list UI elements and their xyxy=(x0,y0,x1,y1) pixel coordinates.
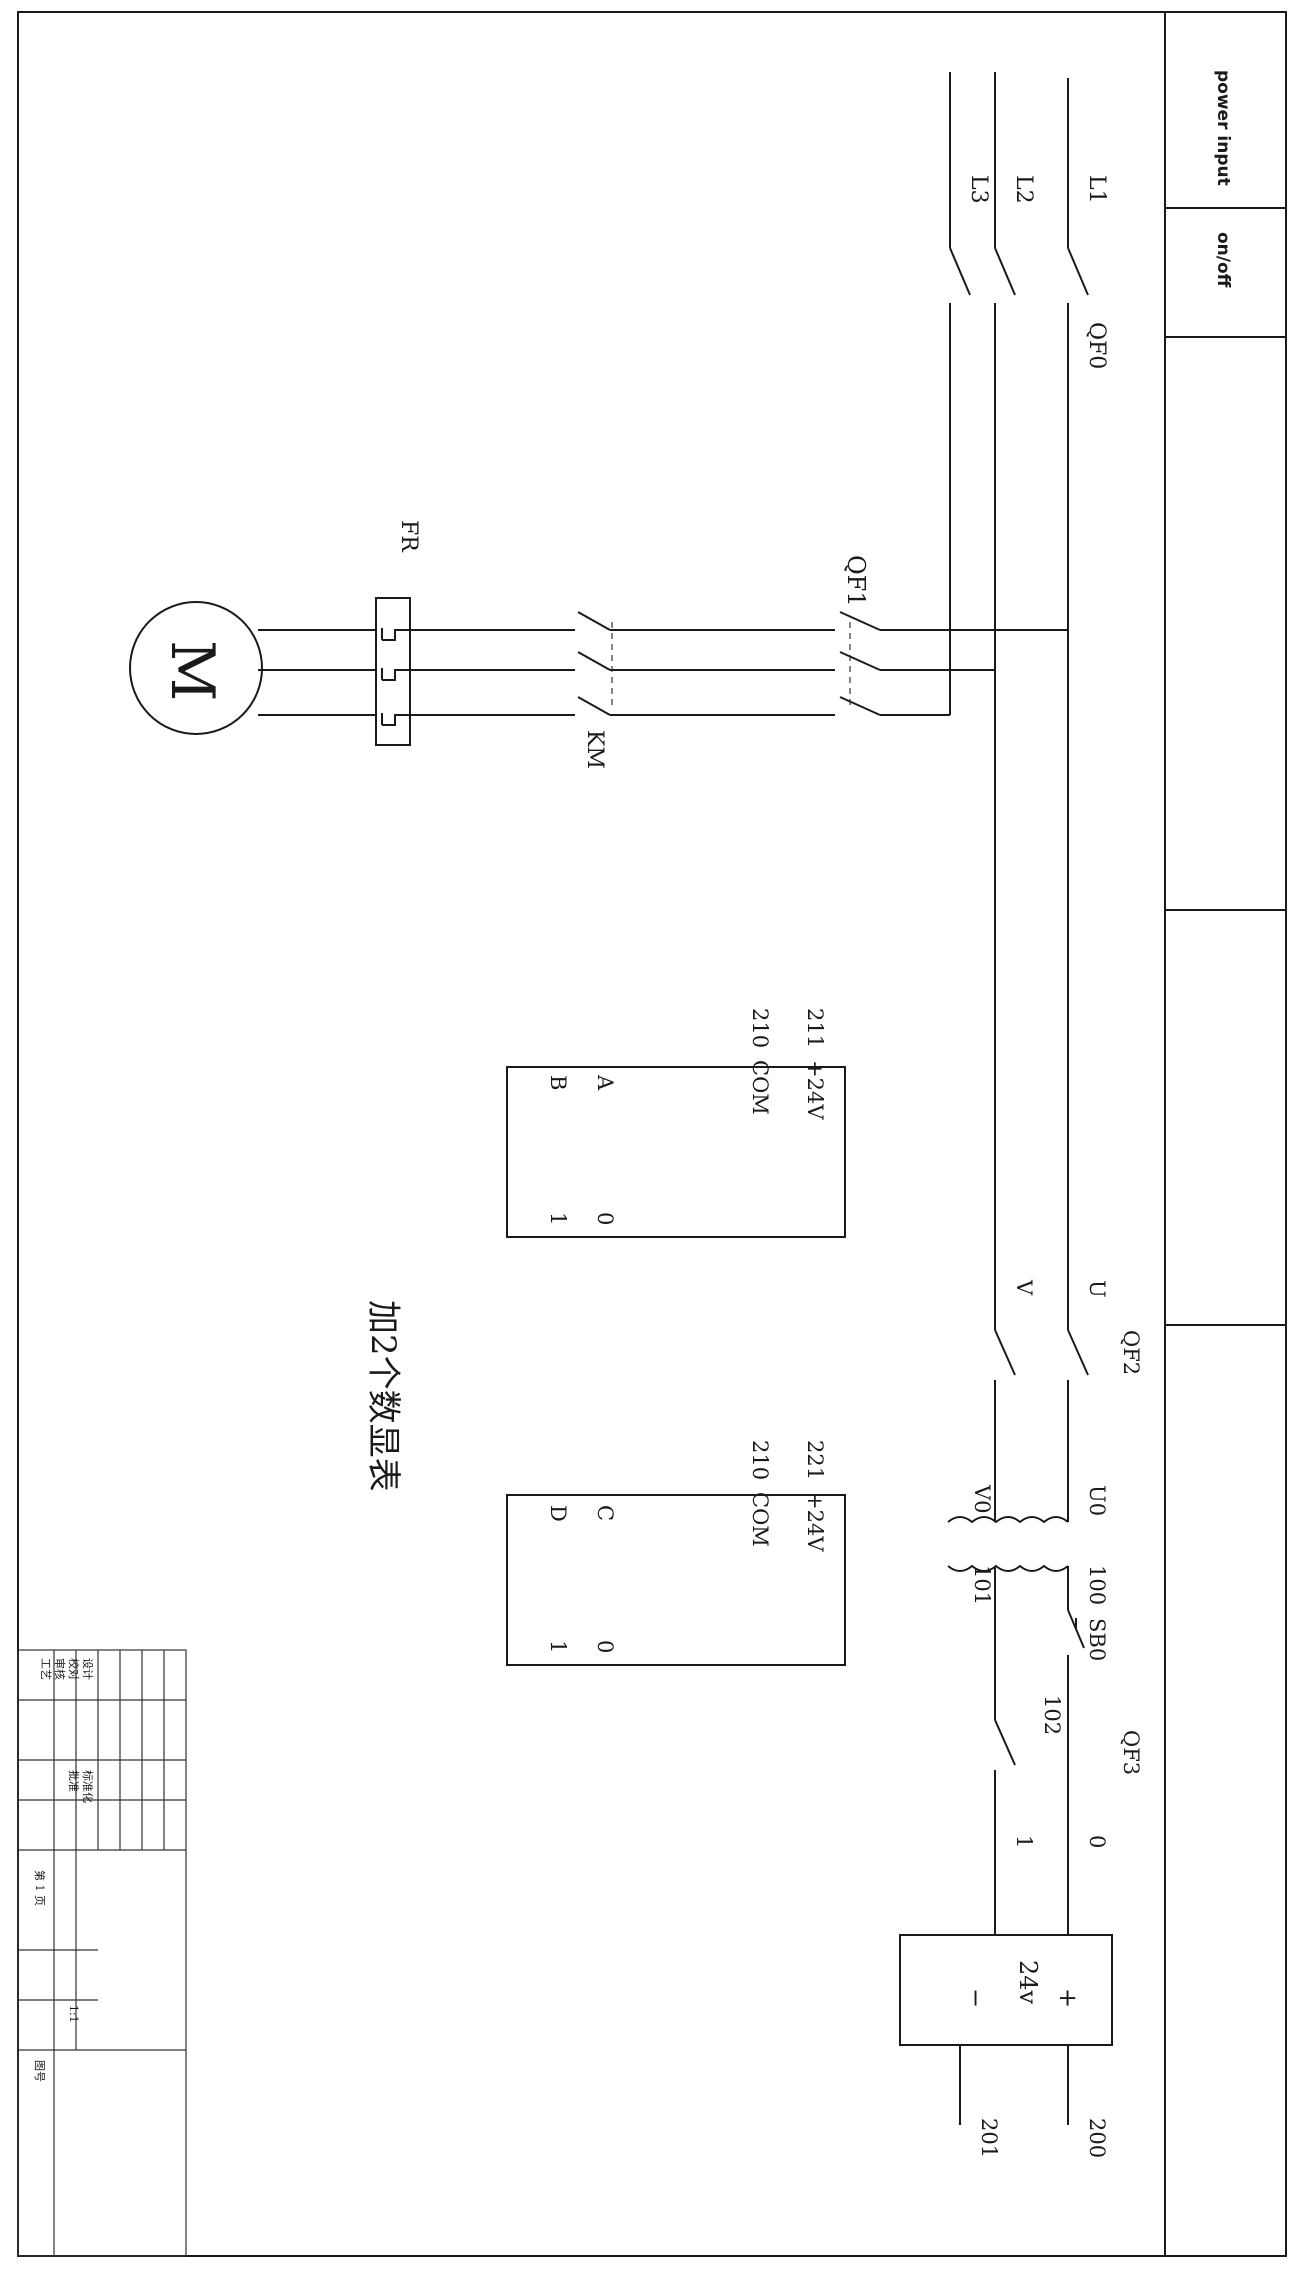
tb-fig-no: 图号 xyxy=(33,2060,46,2082)
tb-scale: 1:1 xyxy=(67,2005,80,2023)
meter1-a: A xyxy=(593,1074,617,1091)
meter1-top-right: +24V xyxy=(803,1060,827,1120)
meter2-d-val: 1 xyxy=(546,1640,570,1653)
label-v0: V0 xyxy=(970,1484,994,1514)
motor-symbol xyxy=(129,601,263,735)
meter2-d: D xyxy=(546,1505,570,1522)
motor-branch xyxy=(129,597,1068,746)
title-block: 设计 校对 审核 工艺 标准化 批准 第 1 页 1:1 图号 xyxy=(17,1649,187,2257)
label-l2: L2 xyxy=(1011,175,1036,204)
psu-24v xyxy=(899,1934,1113,2046)
supply-lines xyxy=(949,72,1089,1330)
tb-row-design: 设计 xyxy=(81,1658,94,1680)
label-km: KM xyxy=(582,730,607,769)
label-l1: L1 xyxy=(1084,175,1109,204)
tb-sheet: 第 1 页 xyxy=(33,1870,47,1906)
label-motor: M xyxy=(157,640,227,701)
sidebar-label-on-off: on/off xyxy=(1213,232,1233,288)
label-0: 0 xyxy=(1085,1835,1109,1848)
meter-1: 211 +24V 210 COM A B 0 1 xyxy=(506,1008,846,1238)
tb-row-process: 工艺 xyxy=(39,1658,52,1680)
label-201: 201 xyxy=(977,2118,1001,2158)
psu-24v-label: 24v xyxy=(1014,1960,1042,2005)
meter2-mid-left: 210 xyxy=(748,1440,772,1480)
meter1-mid-left: 210 xyxy=(748,1008,772,1048)
sheet-border xyxy=(17,11,1287,2257)
label-u0: U0 xyxy=(1085,1485,1109,1516)
meter1-mid-right: COM xyxy=(748,1060,772,1115)
label-qf3: QF3 xyxy=(1119,1730,1143,1775)
control-circuit xyxy=(899,1329,1113,2125)
meter2-c-val: 0 xyxy=(593,1640,617,1653)
label-l3: L3 xyxy=(966,175,991,204)
meter2-top-left: 221 xyxy=(803,1440,827,1480)
label-101: 101 xyxy=(970,1565,994,1605)
label-100: 100 xyxy=(1085,1565,1109,1605)
psu-plus: + xyxy=(1054,1988,1082,2008)
label-fr: FR xyxy=(396,520,421,553)
label-qf0: QF0 xyxy=(1084,322,1109,369)
label-qf2: QF2 xyxy=(1119,1330,1143,1375)
label-sb0: SB0 xyxy=(1085,1618,1109,1661)
sidebar-label-power-input: power input xyxy=(1213,70,1233,186)
note-add-two-meters: 加2个数显表 xyxy=(363,1300,403,1492)
label-200: 200 xyxy=(1085,2118,1109,2158)
meter1-b: B xyxy=(546,1075,570,1090)
tb-row-review: 审核 xyxy=(53,1658,67,1680)
meter2-mid-right: COM xyxy=(748,1492,772,1547)
psu-minus: − xyxy=(962,1988,990,2008)
label-u: U xyxy=(1085,1280,1109,1298)
meter1-b-val: 1 xyxy=(546,1212,570,1225)
meter2-top-right: +24V xyxy=(803,1492,827,1552)
label-v: V xyxy=(1012,1279,1036,1296)
label-qf1: QF1 xyxy=(842,555,870,607)
meter2-c: C xyxy=(593,1505,617,1521)
tb-row-check: 校对 xyxy=(67,1658,81,1680)
label-1: 1 xyxy=(1012,1835,1036,1848)
sidebar: power input on/off xyxy=(1164,12,1286,2256)
meter1-a-val: 0 xyxy=(593,1212,617,1225)
meter-2: 221 +24V 210 COM C D 0 1 xyxy=(506,1440,846,1666)
tb-row-standard: 标准化 xyxy=(81,1770,95,1803)
meter1-top-left: 211 xyxy=(803,1008,827,1048)
tb-row-approve: 批准 xyxy=(67,1770,81,1792)
fr-box xyxy=(375,597,411,746)
label-102: 102 xyxy=(1040,1695,1064,1735)
